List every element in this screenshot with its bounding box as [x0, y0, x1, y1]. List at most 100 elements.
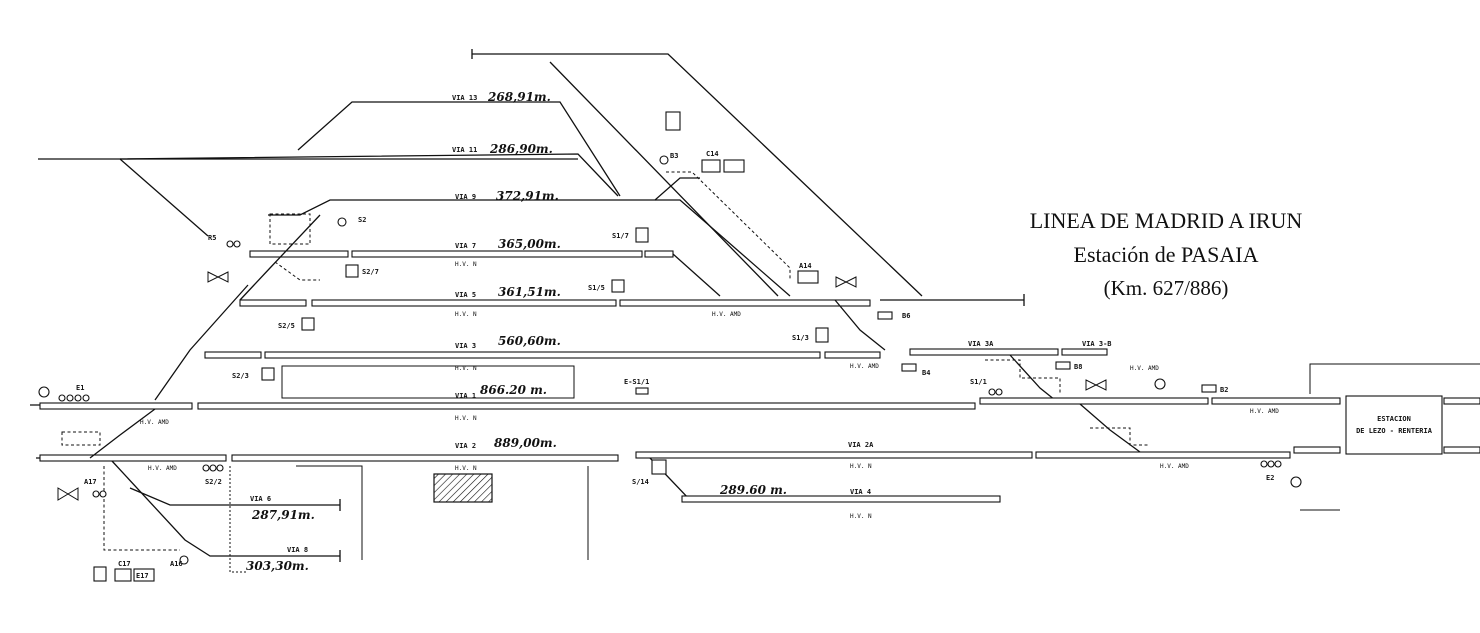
via4-length: 289.60 m. — [719, 483, 787, 497]
signal-a16: A16 — [170, 555, 189, 568]
track-segment-c — [239, 299, 307, 307]
svg-text:S2/3: S2/3 — [232, 372, 249, 380]
signal-s1-3: S1/3 — [792, 327, 829, 343]
track-via1-exit — [1443, 397, 1480, 405]
signal-s2-5: S2/5 — [278, 317, 315, 331]
platform — [281, 365, 575, 399]
circuit-via1-west: H.V. AMD — [140, 419, 169, 426]
circuit-via2-west: H.V. AMD — [148, 465, 177, 472]
svg-text:E1: E1 — [76, 384, 84, 392]
signal-s1-1: S1/1 — [970, 378, 1003, 396]
dwarf-signal-icon — [207, 271, 229, 283]
signal-s1-5: S1/5 — [588, 279, 625, 293]
signals: E1 R5 S2 S2/7 S2/5 S2/3 S — [38, 111, 1302, 582]
circuit-via5-east: H.V. AMD — [712, 311, 741, 318]
track-via5 — [311, 299, 617, 307]
svg-text:S1/1: S1/1 — [970, 378, 987, 386]
interlock-area — [269, 213, 311, 245]
signal-s2-7: S2/7 — [345, 264, 379, 278]
signal-c17: C17 E17 — [93, 560, 155, 582]
circuit-via3-east: H.V. AMD — [850, 363, 879, 370]
circuit-via5: H.V. N — [455, 311, 477, 318]
signal-c14: C14 — [701, 150, 745, 173]
signal-r5: R5 — [208, 234, 241, 248]
signal-b8: B8 — [1055, 361, 1082, 371]
svg-text:B2: B2 — [1220, 386, 1228, 394]
ladder-track — [154, 284, 249, 401]
signal-s1-4: S/14 — [632, 459, 667, 486]
svg-text:B4: B4 — [922, 369, 930, 377]
signal-e-s1-1: E-S1/1 — [624, 378, 649, 395]
via3b-label: VIA 3-B — [1082, 340, 1112, 348]
svg-text:A17: A17 — [84, 478, 97, 486]
via7-diagonal — [672, 253, 721, 297]
track-upper-left — [38, 158, 209, 237]
track-via3b — [1061, 348, 1108, 356]
building — [433, 473, 493, 503]
track-via5-east — [619, 299, 871, 307]
track-via2-west — [39, 454, 227, 462]
svg-text:S/14: S/14 — [632, 478, 649, 486]
title-block: LINEA DE MADRID A IRUN Estación de PASAI… — [1030, 208, 1303, 300]
circuit-labels: H.V. N H.V. N H.V. AMD H.V. N H.V. N H.V… — [140, 261, 1279, 520]
via1-length: 866.20 m. — [480, 383, 547, 397]
via9-label: VIA 9 — [455, 193, 476, 201]
track-via1-east — [979, 397, 1209, 405]
track-via4 — [649, 457, 1000, 501]
interlock-area-east — [1090, 427, 1150, 446]
station-label-2: DE LEZO - RENTERIA — [1356, 427, 1433, 435]
track-via1-far-east — [1211, 397, 1341, 405]
via11-length: 286,90m. — [489, 142, 553, 156]
track-via4-body — [681, 495, 1001, 503]
svg-text:S2: S2 — [358, 216, 366, 224]
main-crossover-west — [89, 408, 156, 459]
circuit-via7: H.V. N — [455, 261, 477, 268]
svg-text:E17: E17 — [136, 572, 149, 580]
svg-text:A14: A14 — [799, 262, 812, 270]
track-via3a — [909, 348, 1059, 356]
via8-label: VIA 8 — [287, 546, 308, 554]
svg-text:S1/5: S1/5 — [588, 284, 605, 292]
via9-diagonal — [655, 199, 791, 297]
track-segment-d — [204, 351, 262, 359]
marker-circle-icon — [1154, 378, 1166, 390]
circuit-via1-east: H.V. AMD — [1250, 408, 1279, 415]
signal-s1-7: S1/7 — [612, 227, 649, 243]
via6-length: 287,91m. — [251, 508, 315, 522]
track-via3 — [264, 351, 821, 359]
circuit-via4: H.V. N — [850, 513, 872, 520]
track-segment-e — [824, 351, 881, 359]
via2a-label: VIA 2A — [848, 441, 874, 449]
via5-label: VIA 5 — [455, 291, 476, 299]
track-via2-exit — [1443, 446, 1480, 454]
circuit-via1: H.V. N — [455, 415, 477, 422]
track-labels: VIA 13 268,91m. VIA 11 286,90m. VIA 9 37… — [246, 90, 1112, 573]
svg-text:S2/2: S2/2 — [205, 478, 222, 486]
signal-s2-2: S2/2 — [202, 464, 224, 486]
main-lines — [30, 397, 1480, 462]
svg-text:C14: C14 — [706, 150, 719, 158]
svg-text:A16: A16 — [170, 560, 183, 568]
svg-text:C17: C17 — [118, 560, 131, 568]
circuit-via2: H.V. N — [455, 465, 477, 472]
svg-text:B8: B8 — [1074, 363, 1082, 371]
via3-label: VIA 3 — [455, 342, 476, 350]
via3a-label: VIA 3A — [968, 340, 994, 348]
via7-label: VIA 7 — [455, 242, 476, 250]
via4-label: VIA 4 — [850, 488, 871, 496]
middle-sidings — [239, 171, 1025, 307]
diagonal-track — [549, 61, 779, 297]
via6-label: VIA 6 — [250, 495, 271, 503]
retaining-wall — [229, 466, 248, 573]
svg-text:S2/7: S2/7 — [362, 268, 379, 276]
track-via2a — [635, 451, 1033, 459]
signal-e2: E2 — [1260, 460, 1302, 488]
track-via2-east — [1035, 451, 1291, 459]
station-label-1: ESTACION — [1377, 415, 1411, 423]
svg-text:E-S1/1: E-S1/1 — [624, 378, 649, 386]
circuit-via3: H.V. N — [455, 365, 477, 372]
svg-text:S2/5: S2/5 — [278, 322, 295, 330]
signal-s2: S2 — [337, 216, 366, 227]
track-via1 — [197, 402, 976, 410]
